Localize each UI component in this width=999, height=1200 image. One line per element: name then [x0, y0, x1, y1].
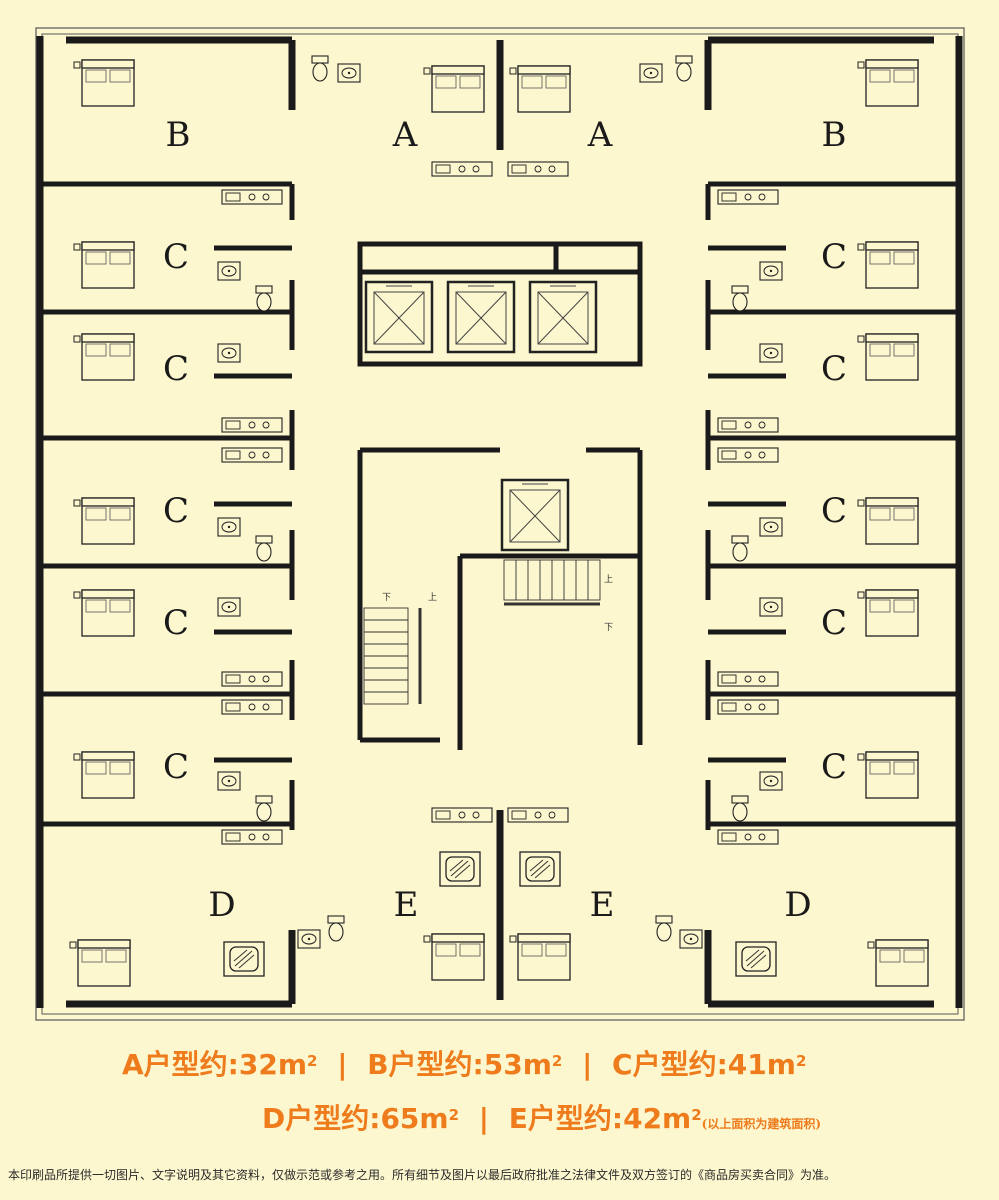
- separator: |: [582, 1048, 593, 1081]
- area-c: C户型约:41m2: [612, 1048, 807, 1081]
- separator: |: [337, 1048, 348, 1081]
- unit-label-c: C: [821, 237, 847, 277]
- stair-down-label: 下: [382, 593, 391, 603]
- area-d: D户型约:65m2: [262, 1102, 460, 1135]
- unit-label-c: C: [821, 491, 847, 531]
- area-e: E户型约:42m2: [508, 1102, 702, 1135]
- stair-down-label-2: 下: [604, 623, 613, 633]
- unit-label-c: C: [821, 349, 847, 389]
- stair-up-label: 上: [428, 592, 437, 603]
- area-a: A户型约:32m2: [122, 1048, 318, 1081]
- unit-label-c: C: [163, 237, 189, 277]
- unit-label-c: C: [163, 747, 189, 787]
- unit-label-b-right: B: [822, 115, 847, 155]
- unit-label-c: C: [163, 349, 189, 389]
- elevator-bank: [364, 280, 598, 552]
- area-note: (以上面积为建筑面积): [701, 1117, 822, 1131]
- exterior-walls: [36, 36, 963, 1008]
- area-legend-row-1: A户型约:32m2 | B户型约:53m2 | C户型约:41m2: [122, 1048, 806, 1082]
- stair-up-label-2: 上: [604, 574, 613, 585]
- area-legend-row-2: D户型约:65m2 | E户型约:42m2(以上面积为建筑面积): [262, 1102, 821, 1141]
- unit-label-c: C: [163, 603, 189, 643]
- core-walls: [357, 241, 643, 750]
- stairwell: [363, 559, 601, 705]
- unit-label-a-right: A: [587, 115, 613, 155]
- unit-label-b-left: B: [166, 115, 191, 155]
- disclaimer: 本印刷品所提供一切图片、文字说明及其它资料，仅做示范或参考之用。所有细节及图片以…: [8, 1168, 837, 1182]
- floor-plan: 下 上 上 下: [35, 27, 965, 1021]
- area-b: B户型约:53m2: [367, 1048, 563, 1081]
- separator: |: [478, 1102, 490, 1135]
- unit-label-c: C: [163, 491, 189, 531]
- unit-label-a-left: A: [392, 115, 418, 155]
- unit-label-d-right: D: [784, 885, 811, 925]
- unit-label-c: C: [821, 603, 847, 643]
- unit-label-d-left: D: [208, 885, 235, 925]
- unit-label-e-right: E: [590, 885, 615, 925]
- unit-label-c: C: [821, 747, 847, 787]
- unit-label-e-left: E: [394, 885, 419, 925]
